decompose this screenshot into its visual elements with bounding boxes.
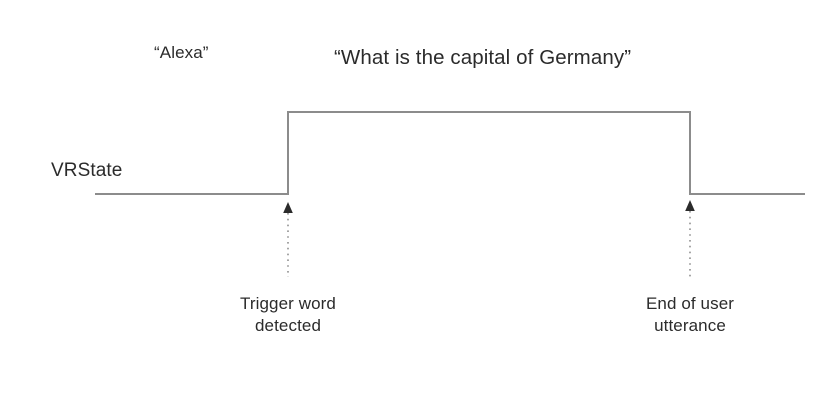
vrstate-waveform-trace: [95, 111, 805, 195]
user-query-label: “What is the capital of Germany”: [334, 46, 632, 69]
up-arrow-icon: [685, 200, 695, 211]
event-marker-trigger-word-detected: [283, 202, 293, 277]
signal-name-label: VRState: [51, 160, 123, 181]
event-marker-end-of-user-utterance: [685, 200, 695, 277]
event-caption-trigger-word-detected: Trigger word detected: [188, 293, 388, 338]
event-caption-line-1: End of user: [645, 294, 735, 313]
wake-word-label: “Alexa”: [154, 43, 209, 62]
event-caption-line-2: utterance: [654, 316, 726, 336]
up-arrow-icon: [283, 202, 293, 213]
event-caption-line-2: detected: [254, 316, 322, 336]
event-caption-line-1: Trigger word: [240, 294, 336, 313]
event-caption-end-of-user-utterance: End of user utterance: [590, 293, 790, 338]
